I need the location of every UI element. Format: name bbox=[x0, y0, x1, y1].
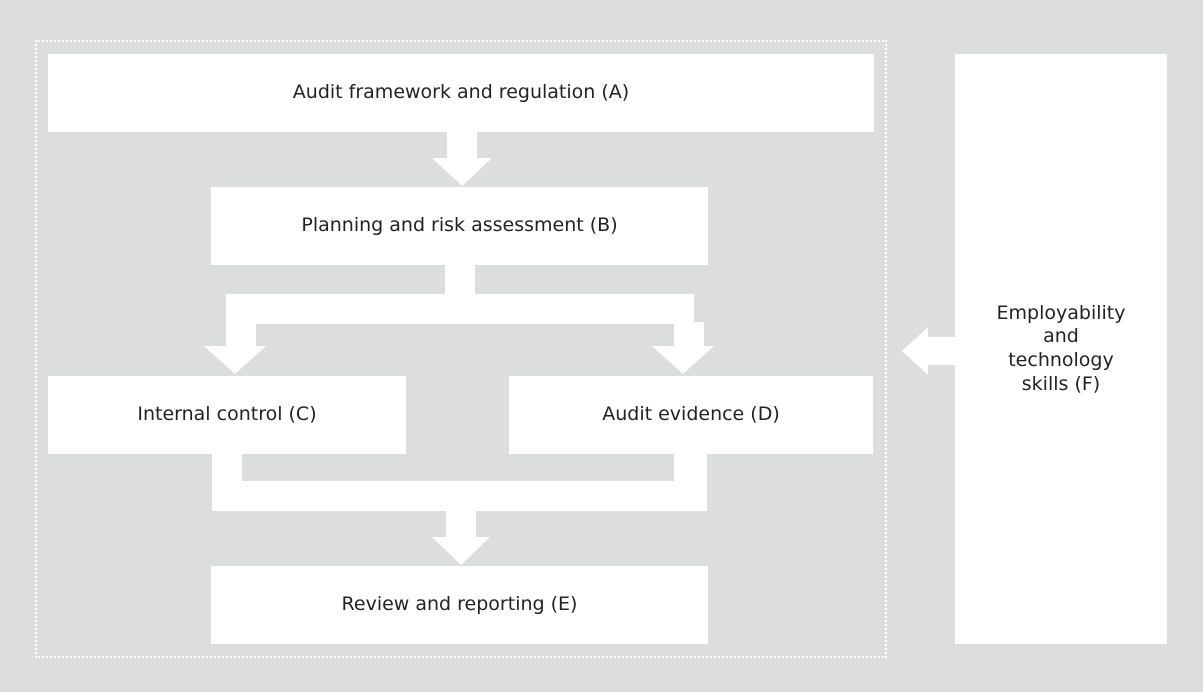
node-e-review-reporting: Review and reporting (E) bbox=[211, 566, 708, 644]
arrow-b-to-c-and-d bbox=[204, 264, 714, 374]
node-e-label: Review and reporting (E) bbox=[341, 593, 578, 616]
core-topics-group-frame bbox=[35, 40, 887, 658]
arrow-a-to-b bbox=[432, 130, 492, 186]
node-f-employability-skills: Employability and technology skills (F) bbox=[955, 54, 1167, 644]
arrow-c-and-d-to-e bbox=[212, 453, 707, 565]
node-a-label: Audit framework and regulation (A) bbox=[292, 81, 630, 104]
node-a-audit-framework: Audit framework and regulation (A) bbox=[48, 54, 874, 132]
node-b-planning-risk: Planning and risk assessment (B) bbox=[211, 187, 708, 265]
node-b-label: Planning and risk assessment (B) bbox=[301, 214, 618, 237]
arrow-f-to-group bbox=[902, 327, 956, 375]
node-d-label: Audit evidence (D) bbox=[602, 403, 780, 426]
node-c-internal-control: Internal control (C) bbox=[48, 376, 406, 454]
node-f-label: Employability and technology skills (F) bbox=[996, 301, 1126, 395]
node-d-audit-evidence: Audit evidence (D) bbox=[509, 376, 873, 454]
node-c-label: Internal control (C) bbox=[137, 403, 317, 426]
